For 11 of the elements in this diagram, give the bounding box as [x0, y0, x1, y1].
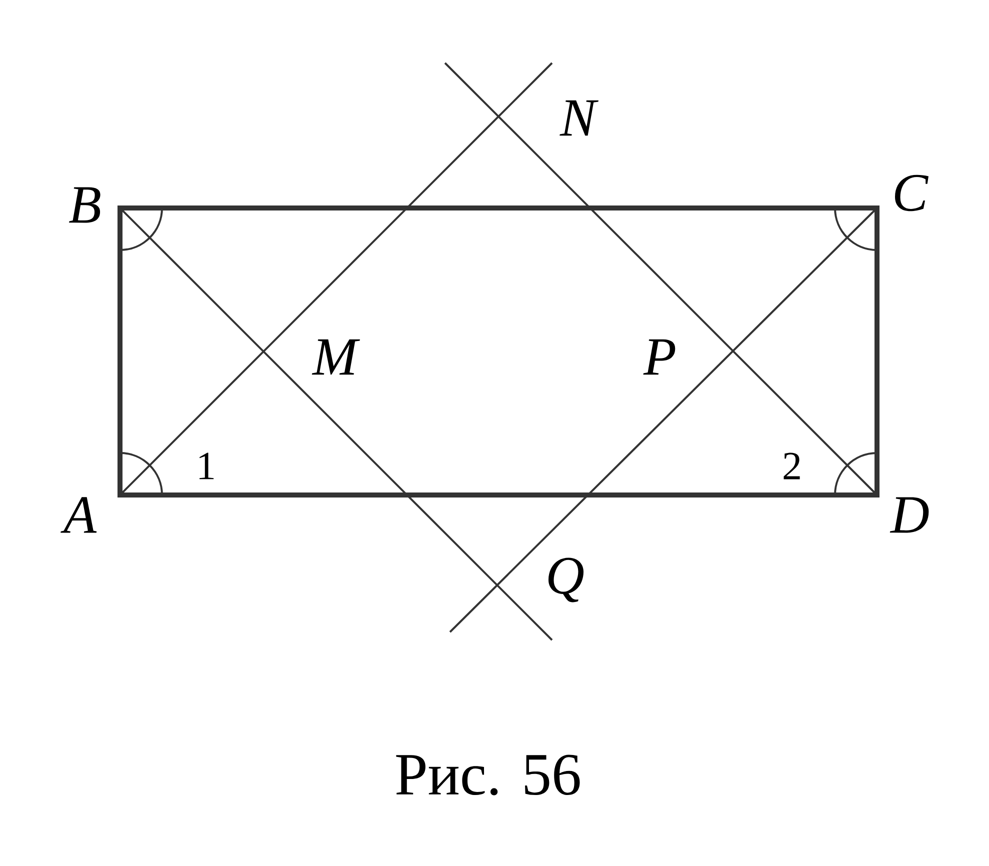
point-label: A [60, 497, 97, 533]
point-label: P [643, 339, 676, 375]
figure-caption: Рис. 56 [396, 754, 580, 796]
point-label: D [890, 497, 929, 533]
angle-number: 1 [200, 452, 214, 480]
point-label: B [69, 187, 100, 223]
point-label: N [560, 100, 599, 136]
point-label: Q [548, 558, 584, 602]
angle-number: 2 [784, 452, 800, 480]
point-label: C [895, 174, 928, 212]
point-label: M [312, 339, 360, 375]
